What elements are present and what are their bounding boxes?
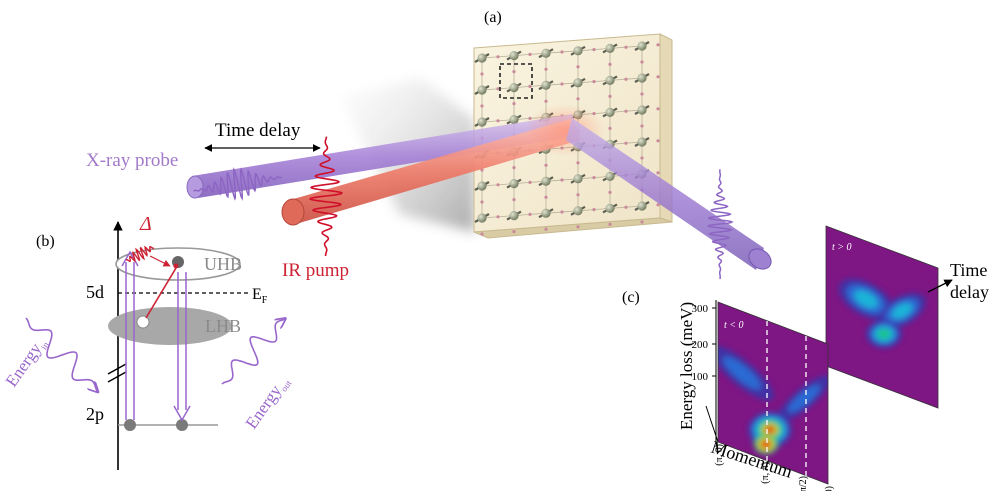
ir-atom: [602, 203, 618, 214]
lhb-band: [108, 307, 232, 345]
delta-photon-wave: [125, 245, 155, 263]
delta-label: Δ: [139, 213, 152, 235]
ir-atom: [506, 82, 522, 93]
ytick-label: 300: [692, 303, 709, 315]
time-delay-label: Time delay: [215, 120, 301, 141]
ir-atom: [570, 45, 586, 56]
ir-pump-label: IR pump: [282, 260, 349, 281]
ytick-label: 100: [692, 371, 709, 383]
incoming-photon-wave: [25, 317, 98, 392]
momentum-axis-stub: [705, 405, 719, 443]
rixs-map-after-frame: [825, 225, 939, 409]
ir-beam: [281, 118, 580, 226]
ir-atom: [474, 85, 490, 95]
ytick-label: 200: [692, 339, 709, 351]
emission-arrow: [173, 272, 191, 422]
energy-loss-label: Energy loss (meV): [677, 302, 696, 430]
xray-probe-label: X-ray probe: [86, 150, 178, 171]
xtick-label: (π, 0): [824, 486, 835, 491]
t-after-label: t > 0: [832, 242, 852, 253]
ir-atom: [474, 53, 490, 63]
5d-level-label: 5d: [86, 282, 104, 302]
energy-loss-ticks: 300 200 100: [692, 303, 716, 383]
ir-atom: [474, 117, 490, 127]
lhb-hole: [136, 315, 150, 329]
ir-atom: [474, 213, 490, 223]
rixs-map-before-frame: [717, 301, 829, 485]
ir-atom: [538, 80, 554, 91]
ir-atom: [570, 173, 586, 184]
axis-break-1: [107, 363, 127, 375]
dd-arrow-head: [173, 263, 179, 269]
energy-out-label: Energyout: [242, 372, 294, 434]
time-axis-arrow: [927, 279, 953, 293]
ir-atom: [570, 205, 586, 216]
ir-atom: [506, 114, 522, 125]
ir-atom: [634, 73, 650, 83]
ir-atom: [634, 201, 650, 211]
t-before-label: t < 0: [724, 320, 744, 331]
dd-excitation-arrow: [145, 267, 177, 319]
panel-a: (a): [86, 9, 772, 281]
ir-atom: [538, 176, 554, 187]
panel-c-label: (c): [622, 289, 640, 306]
core-electron-1: [124, 419, 136, 431]
panel-b: (b) UHB LHB EF 5d 2p: [2, 213, 294, 470]
axis-break-2: [107, 371, 127, 383]
2p-level-label: 2p: [86, 404, 104, 424]
delta-photon-arrow: [149, 255, 171, 267]
xtick-label: (π, π): [760, 462, 771, 484]
unit-cell-box: [499, 63, 533, 99]
time-axis-label-2: delay: [950, 282, 989, 302]
ir-atom: [634, 137, 650, 147]
time-axis-label-1: Time: [950, 260, 987, 280]
lhb-label: LHB: [205, 316, 241, 336]
fermi-level-label: EF: [252, 286, 268, 306]
ir-atom: [602, 43, 618, 54]
crystal-sample: [473, 33, 673, 239]
xray-beam-in: [186, 114, 578, 199]
ir-atom: [506, 178, 522, 189]
xray-wave-packet: [193, 167, 283, 201]
ir-atom: [634, 105, 650, 115]
energy-in-label: Energyin: [2, 333, 51, 391]
core-electron-2: [176, 419, 188, 431]
ir-atom: [538, 48, 554, 59]
ir-atom: [634, 41, 650, 51]
uhb-label: UHB: [204, 254, 242, 274]
xtick-label: (π, 0): [714, 444, 725, 466]
rixs-map-after: [826, 226, 938, 408]
panel-a-label: (a): [484, 9, 502, 26]
ir-atom: [506, 210, 522, 221]
ir-atom: [474, 181, 490, 191]
ir-atom: [570, 77, 586, 88]
ir-atom: [506, 50, 522, 61]
ir-atom: [538, 208, 554, 219]
ir-atom: [602, 107, 618, 118]
ir-atom: [602, 75, 618, 86]
outgoing-photon-wave: [221, 319, 286, 385]
momentum-ticks: (π, 0) (π, π) (π/2, π/2) (π, 0): [714, 444, 835, 491]
panel-b-label: (b): [36, 233, 55, 250]
rixs-map-before: [718, 302, 828, 484]
xtick-label: (π/2, π/2): [798, 476, 809, 491]
panel-c: (c) t > 0 t < 0 300 200 100 Energy loss (m…: [622, 225, 989, 491]
ir-wave-packet: [309, 136, 343, 256]
ir-atom: [602, 171, 618, 182]
scattered-wave-packet: [707, 169, 734, 280]
